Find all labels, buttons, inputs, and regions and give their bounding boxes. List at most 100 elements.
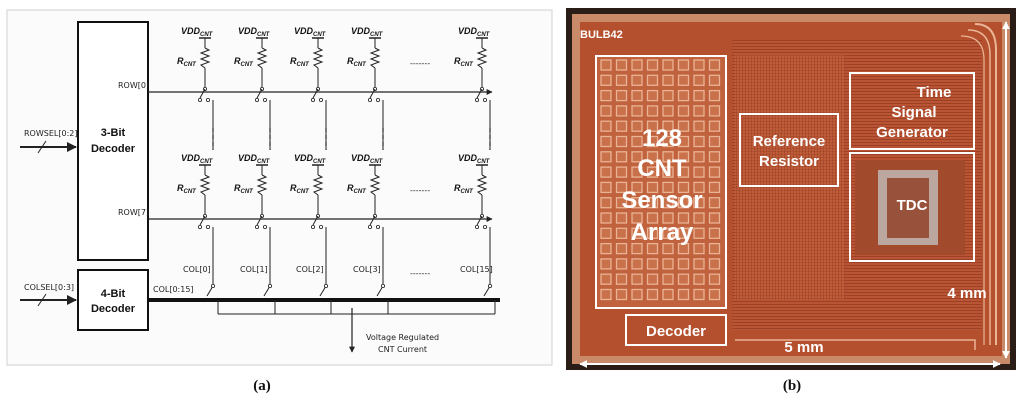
sensor-pad — [708, 197, 721, 209]
col-decoder-label-2: Decoder — [91, 303, 136, 315]
sensor-pad — [631, 74, 643, 86]
switch-node — [262, 98, 267, 103]
switch-node — [197, 98, 202, 103]
col-bus-label: COL[0:15] — [153, 285, 194, 294]
switch-node — [310, 98, 315, 103]
sensor-pad — [646, 151, 659, 163]
column-switch: COL[0] — [183, 265, 219, 314]
sensor-pad — [708, 59, 721, 71]
sensor-pad — [615, 181, 628, 194]
sensor-array-box — [595, 55, 727, 309]
sensor-pad — [708, 227, 721, 239]
sensor-pad — [600, 166, 612, 178]
reference-resistor-box — [739, 113, 839, 187]
sensor-pad — [600, 105, 612, 117]
sensor-pad — [662, 151, 674, 163]
sensor-pad — [646, 89, 659, 102]
sensor-pad — [693, 59, 705, 71]
sensor-pad — [662, 166, 674, 178]
sensor-pad — [615, 242, 628, 255]
switch-node — [254, 224, 259, 229]
sensor-pad — [662, 74, 674, 86]
sensor-pad — [600, 89, 612, 102]
sensor-pad — [693, 135, 705, 148]
switch-arm — [476, 88, 483, 99]
sensor-pad — [600, 151, 612, 163]
output-label-1: Voltage Regulated — [366, 333, 439, 342]
sensor-pad — [708, 212, 721, 224]
sensor-pad — [708, 166, 721, 178]
sensor-pad — [600, 258, 612, 270]
sensor-pad — [600, 273, 612, 285]
sensor-pad — [677, 105, 690, 117]
sensor-pad — [615, 197, 628, 209]
sensor-pad — [662, 258, 674, 270]
sensor-pad — [677, 74, 690, 86]
sensor-pad — [693, 242, 705, 255]
sensor-pad — [693, 120, 705, 132]
reference-label-1: Reference — [753, 133, 826, 150]
sensor-pad — [615, 151, 628, 163]
sensor-pad — [693, 273, 705, 285]
pad-ring-line-1 — [974, 23, 997, 345]
sensor-pad — [646, 135, 659, 148]
switch-arm — [312, 215, 319, 226]
switch-arm — [199, 215, 206, 226]
sensor-pad — [600, 197, 612, 209]
sensor-pad — [693, 258, 705, 270]
pad-ring-line-bottom — [735, 339, 976, 350]
sensor-pad — [708, 242, 721, 255]
rowsel-label: ROWSEL[0:2] — [24, 129, 77, 138]
switch-arm — [369, 215, 376, 226]
sensor-pad — [631, 258, 643, 270]
sensor-pad — [646, 258, 659, 270]
sensor-pad — [677, 135, 690, 148]
sensor-pad — [662, 242, 674, 255]
sensor-pad — [708, 151, 721, 163]
sensor-pad — [615, 212, 628, 224]
sensor-pad — [693, 105, 705, 117]
col-decoder-label-1: 4-Bit — [101, 288, 126, 300]
sensor-pad — [677, 151, 690, 163]
sensor-pad — [693, 227, 705, 239]
sensor-pad — [693, 212, 705, 224]
sensor-pad — [646, 227, 659, 239]
sensor-pad — [631, 212, 643, 224]
sensor-pad — [646, 181, 659, 194]
caption-a: (a) — [253, 378, 271, 394]
resistor — [476, 47, 488, 69]
sensor-pad — [677, 288, 690, 301]
time-label-1: Time — [917, 84, 952, 101]
sensor-pad — [600, 288, 612, 301]
sensor-pad — [662, 89, 674, 102]
sensor-pad — [662, 135, 674, 148]
switch-node — [482, 224, 487, 229]
sensor-pad — [615, 105, 628, 117]
switch-node — [262, 224, 267, 229]
resistor — [476, 174, 488, 196]
sensor-pad — [646, 74, 659, 86]
sensor-pad — [677, 212, 690, 224]
sensor-pad — [662, 197, 674, 209]
column-switch: COL[3] — [353, 265, 389, 314]
switch-node — [197, 224, 202, 229]
resistor — [369, 47, 381, 69]
decoder-label: Decoder — [646, 323, 706, 340]
sensor-pad — [708, 273, 721, 285]
resistor — [256, 174, 268, 196]
row7-label: ROW[7] — [118, 208, 149, 217]
switch-arm — [256, 215, 263, 226]
sensor-pad — [708, 74, 721, 86]
switch-node — [482, 98, 487, 103]
tdc-inner — [887, 178, 929, 238]
time-signal-box — [849, 72, 975, 150]
sensor-pad — [662, 105, 674, 117]
sensor-pad — [600, 74, 612, 86]
col-ellipsis: ------- — [410, 269, 430, 278]
colsel-label: COLSEL[0:3] — [24, 283, 74, 292]
switch-node — [367, 98, 372, 103]
sensor-pad — [677, 166, 690, 178]
row7-ellipsis: ------- — [410, 186, 430, 195]
sensor-pad — [631, 197, 643, 209]
switch-node — [318, 224, 323, 229]
